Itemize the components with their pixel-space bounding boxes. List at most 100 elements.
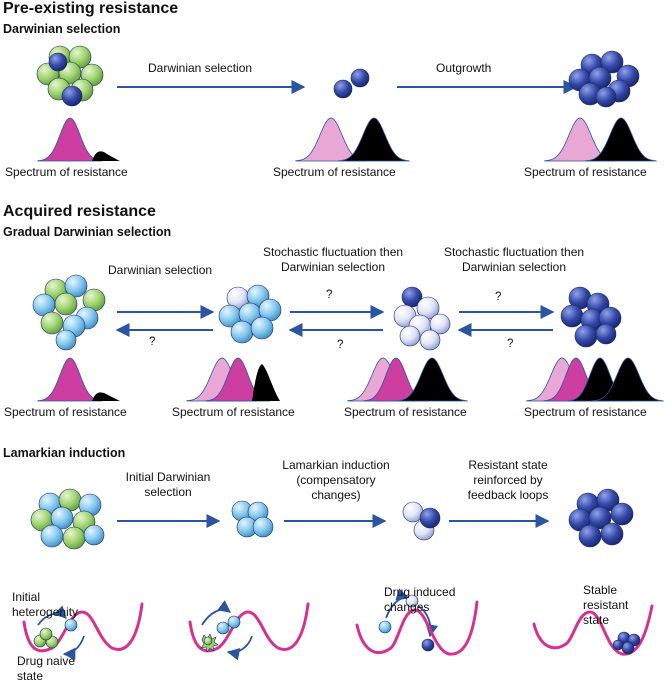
spectrum-curve [592, 357, 665, 402]
cell [61, 85, 83, 107]
lamarkian-arrow2-label-line2: (compensatory [296, 473, 376, 487]
acquired-arrow2-label-line1: Stochastic fluctuation then [262, 245, 404, 259]
spectrum-curve [37, 357, 103, 402]
lamarkian-arrow2-label-line1: Lamarkian induction [282, 458, 390, 472]
fitness-landscapes [22, 600, 654, 656]
cell [588, 506, 612, 530]
curved-arrow [201, 600, 232, 626]
acquired-arrow1-label: Darwinian selection [108, 263, 213, 277]
question-mark: ? [337, 339, 344, 351]
spectrum-label: Spectrum of resistance [172, 405, 295, 419]
question-mark: ? [326, 289, 333, 301]
drug-naive-label-line1: Drug naive [17, 654, 76, 668]
curved-arrow [385, 588, 410, 619]
cell [578, 524, 602, 548]
cell [203, 636, 213, 646]
acquired-title: Acquired resistance [3, 203, 156, 220]
acquired-arrow2-label-line2: Darwinian selection [280, 260, 386, 274]
cell [419, 329, 441, 351]
spectrum-curve [585, 117, 658, 162]
lamarkian-arrow3-label-line3: feedback loops [467, 488, 549, 502]
resistant-tail [92, 392, 120, 401]
lamarkian-arrow1-label-line2: selection [144, 485, 192, 499]
acquired-arrow3-label-line1: Stochastic fluctuation then [443, 245, 585, 259]
cell [39, 627, 53, 641]
cell [48, 52, 68, 72]
cell [378, 620, 392, 634]
cell [40, 311, 64, 335]
cell [421, 638, 435, 652]
drug-induced-label-line2: changes [384, 600, 430, 614]
cell [399, 325, 421, 347]
transition-arrows [37, 80, 578, 661]
cell [40, 524, 64, 548]
cell [350, 68, 370, 88]
cell [574, 324, 598, 348]
initial-heterogenity-label-line1: Initial [12, 590, 41, 604]
cell [595, 323, 617, 345]
question-mark: ? [149, 336, 156, 348]
stable-resistant-label-line1: Stable [583, 583, 618, 597]
lamarkian-subtitle: Lamarkian induction [3, 446, 126, 460]
spectrum-label: Spectrum of resistance [344, 405, 467, 419]
spectrum-label: Spectrum of resistance [4, 405, 127, 419]
cell [250, 316, 274, 340]
spectrum-curve [37, 117, 103, 162]
lamarkian-arrow3-label-line2: reinforced by [473, 473, 543, 487]
drug-naive-label-line2: state [17, 669, 44, 683]
cell [55, 329, 77, 351]
landscape-curve [22, 602, 144, 653]
cell [54, 292, 78, 316]
stable-resistant-label-line2: resistant [583, 598, 629, 612]
drug-induced-label-line1: Drug induced [384, 585, 456, 599]
cell [401, 286, 423, 308]
lamarkian-arrow2-label-line3: changes) [311, 488, 361, 502]
cell [83, 524, 105, 546]
initial-heterogenity-label-line2: heterogenity [12, 605, 79, 619]
cell [612, 639, 624, 651]
spectrum-label: Spectrum of resistance [273, 165, 396, 179]
cell [227, 615, 241, 629]
spectrum-label: Spectrum of resistance [5, 165, 128, 179]
lamarkian-arrow1-label-line1: Initial Darwinian [125, 470, 211, 484]
spectrum-curve [338, 117, 411, 162]
spectrum-label: Spectrum of resistance [524, 165, 647, 179]
cell-clusters [30, 45, 641, 655]
cell [560, 304, 584, 328]
cell [621, 641, 635, 655]
question-mark: ? [507, 338, 514, 350]
cell [405, 594, 419, 608]
spectrum-label: Spectrum of resistance [524, 405, 647, 419]
cell [252, 516, 274, 538]
lamarkian-arrow3-label-line1: Resistant state [468, 458, 548, 472]
curved-arrow [226, 635, 253, 661]
cell [230, 320, 254, 344]
landscape-curve [532, 604, 654, 656]
acquired-subtitle: Gradual Darwinian selection [3, 225, 172, 239]
landscape-curve [355, 600, 479, 656]
preexisting-arrow1-label: Darwinian selection [148, 61, 253, 75]
cell [333, 79, 353, 99]
cell [50, 506, 74, 530]
preexisting-subtitle: Darwinian selection [3, 22, 121, 36]
cell [600, 522, 624, 546]
cell [216, 621, 230, 635]
curved-arrow [37, 605, 67, 626]
stable-resistant-label-line3: state [583, 613, 610, 627]
resistant-tail [252, 364, 280, 401]
spectrum-curve [396, 357, 469, 402]
cell [429, 313, 451, 335]
cell [64, 618, 78, 632]
cell [62, 526, 86, 550]
preexisting-title: Pre-existing resistance [3, 0, 179, 17]
acquired-arrow3-label-line2: Darwinian selection [461, 260, 567, 274]
resistant-tail [92, 151, 120, 161]
cell [595, 86, 617, 108]
resistance-spectra [37, 117, 665, 402]
preexisting-arrow2-label: Outgrowth [436, 61, 492, 75]
cell [64, 274, 88, 298]
cell [610, 502, 634, 526]
cell [600, 50, 624, 74]
curved-arrow [62, 635, 85, 661]
